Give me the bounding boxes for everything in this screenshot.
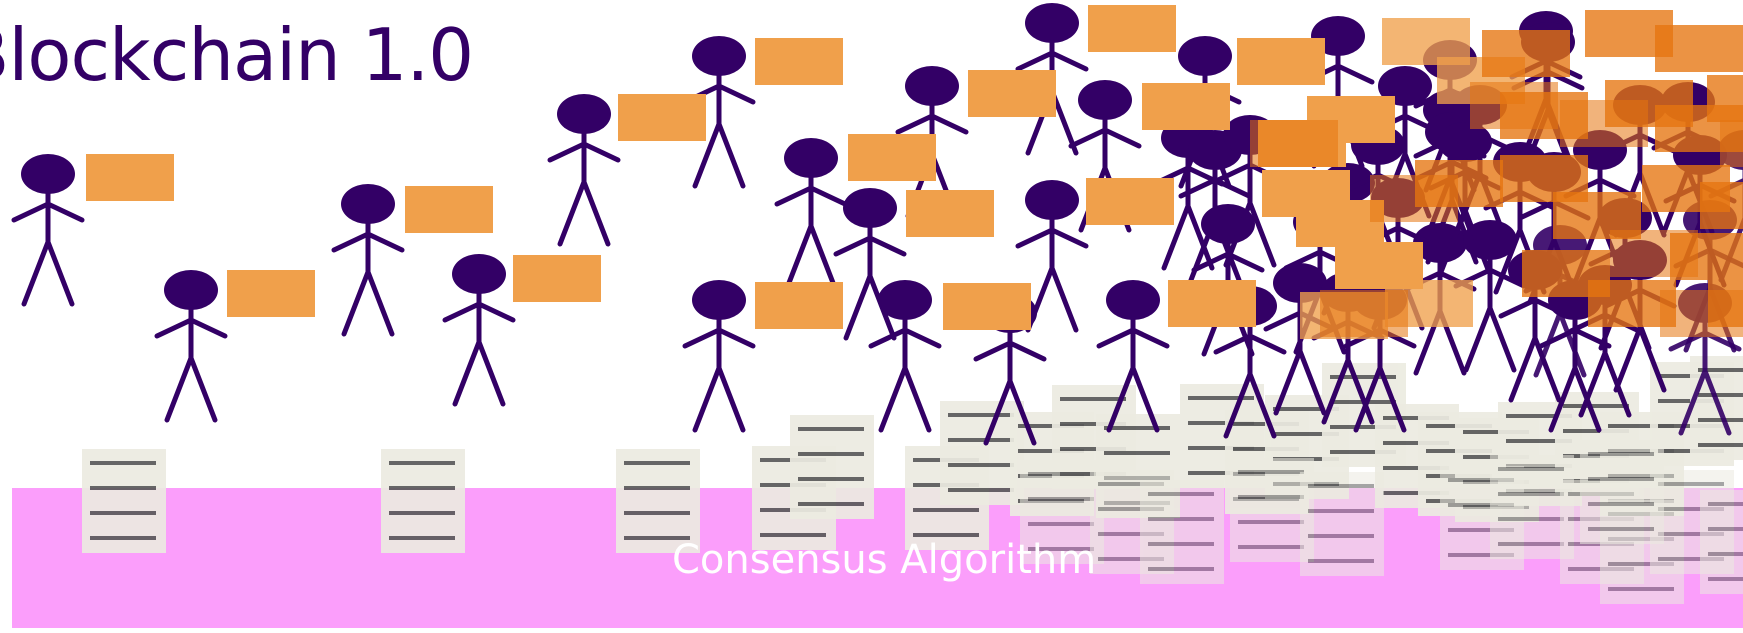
transaction-box-icon bbox=[1086, 178, 1174, 225]
stick-figure-icon bbox=[1453, 220, 1527, 373]
ledger-block-icon bbox=[1140, 480, 1224, 584]
transaction-box-icon bbox=[1482, 30, 1570, 77]
stick-figure-icon bbox=[154, 270, 228, 423]
transaction-box-icon bbox=[1237, 38, 1325, 85]
transaction-box-icon bbox=[943, 283, 1031, 330]
stick-figure-icon bbox=[442, 254, 516, 407]
stick-figure-icon bbox=[1096, 280, 1170, 433]
stick-figure-icon bbox=[682, 280, 756, 433]
transaction-box-icon bbox=[906, 190, 994, 237]
transaction-box-icon bbox=[618, 94, 706, 141]
stick-figure-icon bbox=[547, 94, 621, 247]
ledger-block-icon bbox=[1300, 472, 1384, 576]
ledger-block-icon bbox=[1690, 356, 1743, 460]
transaction-box-icon bbox=[513, 255, 601, 302]
transaction-box-icon bbox=[1296, 200, 1384, 247]
transaction-box-icon bbox=[1320, 290, 1408, 337]
stick-figure-icon bbox=[1015, 180, 1089, 333]
transaction-box-icon bbox=[1470, 82, 1558, 129]
ledger-block-icon bbox=[790, 415, 874, 519]
ledger-block-icon bbox=[82, 449, 166, 553]
transaction-box-icon bbox=[755, 38, 843, 85]
transaction-box-icon bbox=[1720, 120, 1743, 167]
transaction-box-icon bbox=[1655, 25, 1743, 72]
transaction-box-icon bbox=[1707, 75, 1743, 122]
transaction-box-icon bbox=[1168, 280, 1256, 327]
stick-figure-icon bbox=[833, 188, 907, 341]
ledger-blocks bbox=[82, 356, 1743, 604]
transaction-box-icon bbox=[1088, 5, 1176, 52]
consensus-algorithm-label: Consensus Algorithm bbox=[672, 537, 1097, 583]
ledger-block-icon bbox=[1700, 490, 1743, 594]
transaction-box-icon bbox=[86, 154, 174, 201]
slide-title: Blockchain 1.0 bbox=[0, 13, 474, 97]
stick-figure-icon bbox=[331, 184, 405, 337]
transactions bbox=[86, 5, 1743, 339]
transaction-box-icon bbox=[1370, 175, 1458, 222]
transaction-box-icon bbox=[227, 270, 315, 317]
transaction-box-icon bbox=[755, 282, 843, 329]
stick-figure-icon bbox=[1191, 204, 1265, 357]
transaction-box-icon bbox=[1142, 83, 1230, 130]
ledger-block-icon bbox=[1580, 440, 1664, 544]
stick-figure-icon bbox=[774, 138, 848, 291]
transaction-box-icon bbox=[1560, 100, 1648, 147]
transaction-box-icon bbox=[1250, 120, 1338, 167]
transaction-box-icon bbox=[1610, 230, 1698, 277]
transaction-box-icon bbox=[1700, 182, 1743, 229]
transaction-box-icon bbox=[405, 186, 493, 233]
transaction-box-icon bbox=[848, 134, 936, 181]
transaction-box-icon bbox=[968, 70, 1056, 117]
ledger-block-icon bbox=[616, 449, 700, 553]
stick-figure-icon bbox=[11, 154, 85, 307]
stick-figure-icon bbox=[868, 280, 942, 433]
ledger-block-icon bbox=[381, 449, 465, 553]
transaction-box-icon bbox=[1660, 290, 1743, 337]
